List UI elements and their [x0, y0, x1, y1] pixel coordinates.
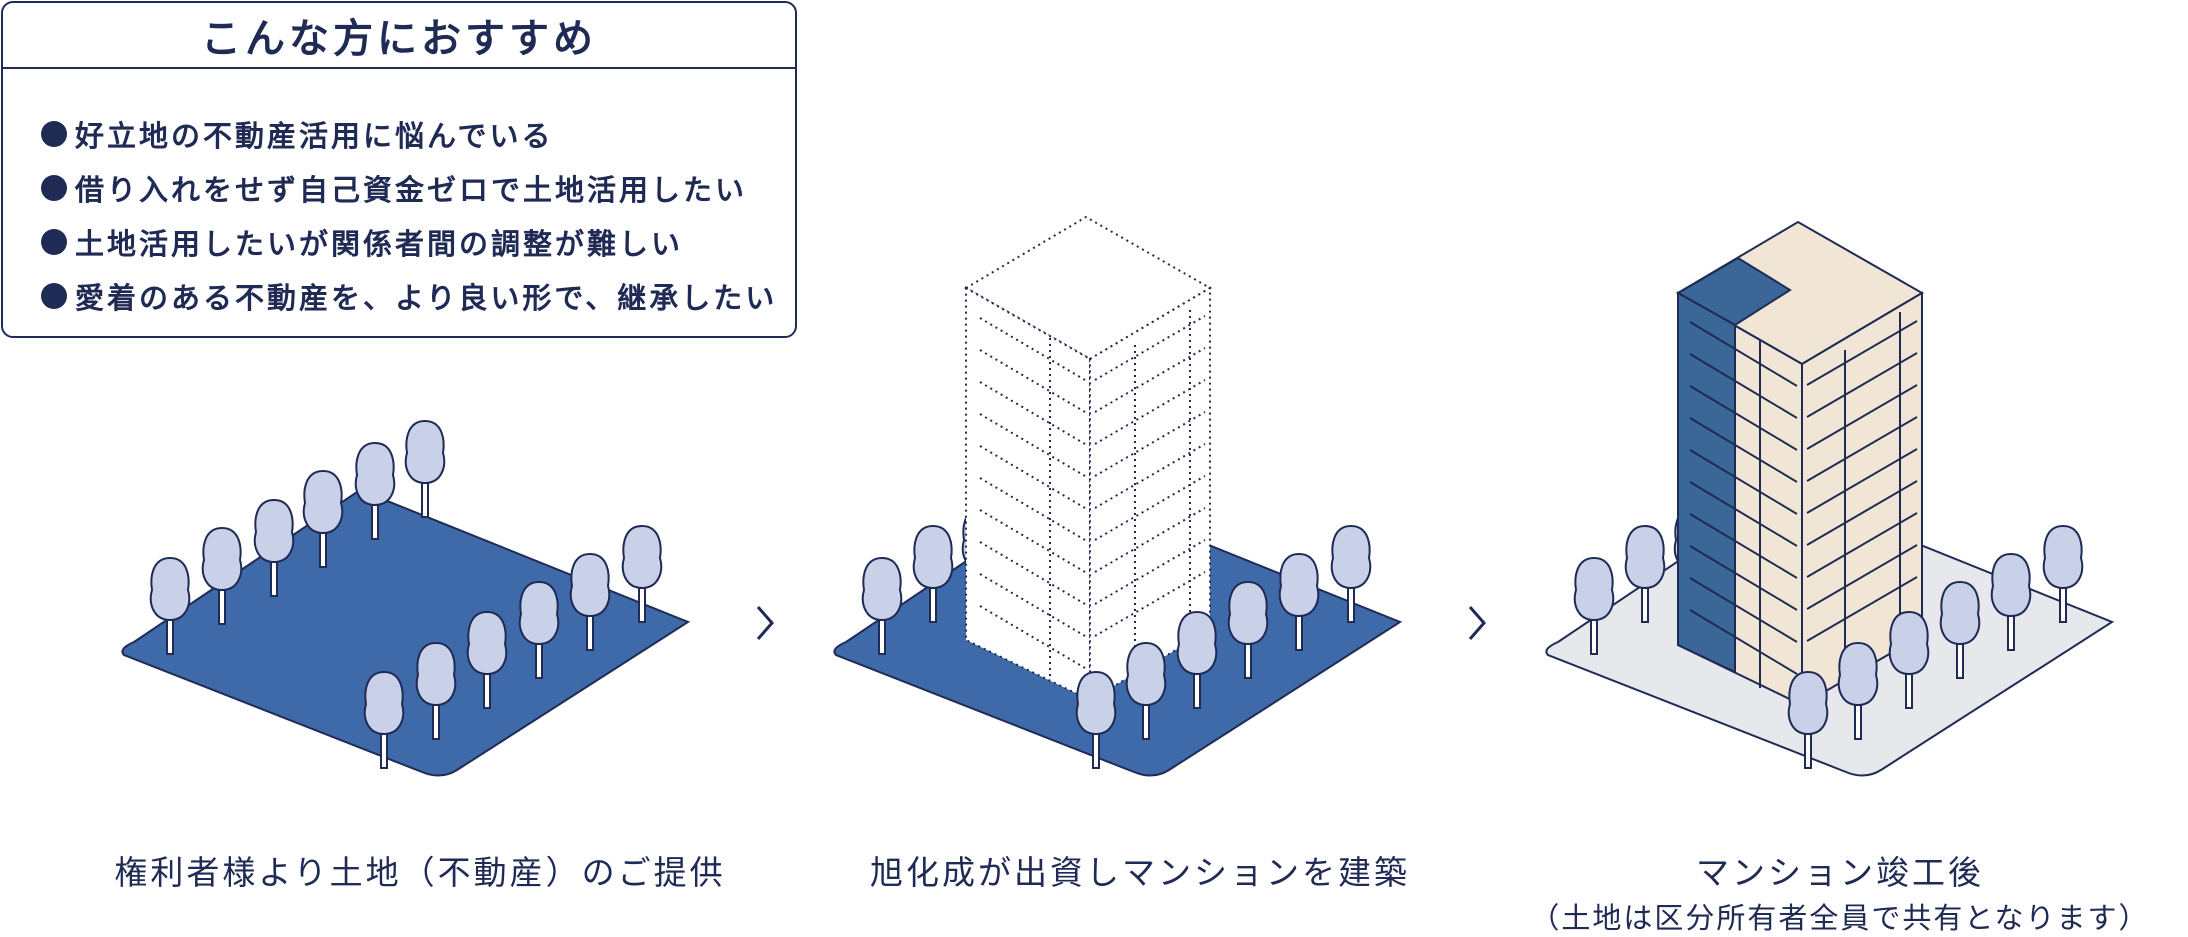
step-caption: 権利者様より土地（不動産）のご提供 [114, 853, 726, 892]
planned-building-outline [964, 215, 1212, 702]
planned-building-scene [833, 215, 1403, 777]
step-sub-caption: （土地は区分所有者全員で共有となります） [1530, 901, 2150, 935]
land-scene [121, 420, 691, 777]
recommend-item: 借り入れをせず自己資金ゼロで土地活用したい [41, 161, 795, 215]
recommend-box: こんな方におすすめ 好立地の不動産活用に悩んでいる 借り入れをせず自己資金ゼロで… [1, 1, 797, 338]
step-caption: 旭化成が出資しマンションを建築 [870, 853, 1410, 892]
recommend-item-text: 愛着のある不動産を、より良い形で、継承したい [75, 281, 778, 315]
recommend-title: こんな方におすすめ [3, 3, 795, 69]
recommend-item-text: 借り入れをせず自己資金ゼロで土地活用したい [75, 173, 748, 207]
recommend-item: 土地活用したいが関係者間の調整が難しい [41, 215, 795, 269]
recommend-item: 好立地の不動産活用に悩んでいる [41, 107, 795, 161]
apartment-building [1675, 220, 1924, 707]
step-caption: マンション竣工後 [1696, 853, 1984, 892]
completed-building-scene [1545, 220, 2115, 777]
chevron-right-icon [756, 606, 774, 640]
bullet-icon [41, 229, 67, 255]
bullet-icon [41, 175, 67, 201]
recommend-item-text: 好立地の不動産活用に悩んでいる [75, 119, 554, 153]
tree-icon [404, 420, 446, 518]
bullet-icon [41, 283, 67, 309]
recommend-item: 愛着のある不動産を、より良い形で、継承したい [41, 269, 795, 323]
bullet-icon [41, 121, 67, 147]
recommend-list: 好立地の不動産活用に悩んでいる 借り入れをせず自己資金ゼロで土地活用したい 土地… [3, 69, 795, 323]
chevron-right-icon [1468, 606, 1486, 640]
recommend-item-text: 土地活用したいが関係者間の調整が難しい [75, 227, 684, 261]
